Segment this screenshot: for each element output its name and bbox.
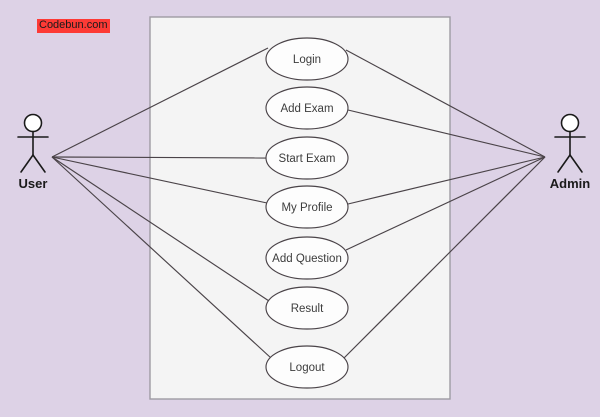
actor-admin[interactable]: Admin xyxy=(550,113,591,192)
use-case-my-profile[interactable]: My Profile xyxy=(265,185,349,229)
association-user-start-exam xyxy=(51,156,267,159)
use-case-ellipse-result xyxy=(265,286,349,330)
use-case-label-add-question: Add Question xyxy=(272,253,342,265)
use-case-label-login: Login xyxy=(293,54,321,66)
use-case-ellipse-logout xyxy=(265,345,349,389)
use-case-label-start-exam: Start Exam xyxy=(279,153,336,165)
admin-right-leg-icon xyxy=(569,154,583,173)
user-head-icon xyxy=(23,113,43,133)
actor-admin-label: Admin xyxy=(550,176,591,191)
association-admin-my-profile xyxy=(347,156,546,205)
association-user-logout xyxy=(51,156,272,359)
association-admin-add-exam xyxy=(347,109,546,158)
use-case-logout[interactable]: Logout xyxy=(265,345,349,389)
use-case-result[interactable]: Result xyxy=(265,286,349,330)
use-case-add-exam[interactable]: Add Exam xyxy=(265,86,349,130)
use-case-add-question[interactable]: Add Question xyxy=(265,236,349,280)
use-case-ellipse-add-exam xyxy=(265,86,349,130)
use-case-label-my-profile: My Profile xyxy=(281,202,332,214)
actor-user[interactable]: User xyxy=(17,113,49,192)
watermark-badge: Codebun.com xyxy=(37,19,110,33)
use-case-ellipse-login xyxy=(265,37,349,81)
use-case-start-exam[interactable]: Start Exam xyxy=(265,136,349,180)
user-right-leg-icon xyxy=(32,154,46,173)
association-lines-group xyxy=(51,47,546,359)
association-user-my-profile xyxy=(51,156,268,204)
admin-head-icon xyxy=(560,113,580,133)
admin-left-leg-icon xyxy=(557,154,571,173)
actor-user-label: User xyxy=(19,176,48,191)
association-admin-add-question xyxy=(345,156,546,251)
association-user-result xyxy=(51,156,270,302)
use-case-label-logout: Logout xyxy=(289,362,325,374)
use-case-ellipse-my-profile xyxy=(265,185,349,229)
use-case-ellipse-add-question xyxy=(265,236,349,280)
use-case-login[interactable]: Login xyxy=(265,37,349,81)
use-case-ellipse-start-exam xyxy=(265,136,349,180)
user-left-leg-icon xyxy=(20,154,34,173)
association-admin-logout xyxy=(343,156,546,359)
association-user-login xyxy=(51,47,269,158)
use-case-label-add-exam: Add Exam xyxy=(280,103,333,115)
use-case-label-result: Result xyxy=(291,303,324,315)
association-admin-login xyxy=(345,49,546,158)
